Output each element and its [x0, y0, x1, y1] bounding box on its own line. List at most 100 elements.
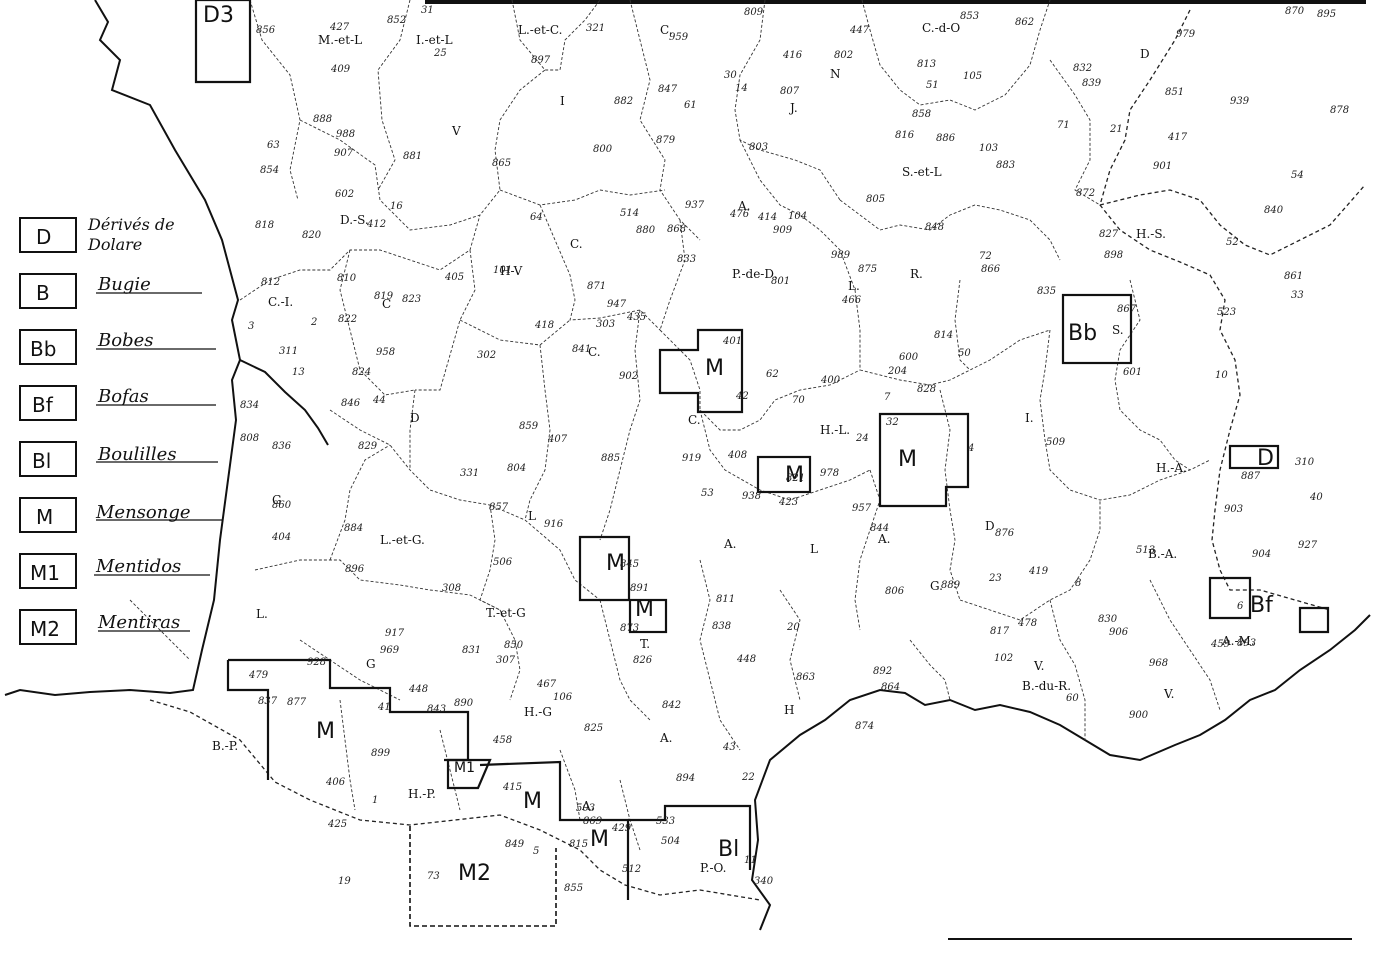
department-label: G. — [930, 579, 943, 593]
zone-bb-outline — [1061, 293, 1133, 365]
department-label: V. — [1033, 659, 1044, 673]
survey-point-number: 11 — [744, 855, 757, 866]
survey-point-number: 822 — [338, 314, 357, 325]
department-label: J. — [788, 101, 798, 115]
survey-point-number: 895 — [1317, 9, 1336, 20]
survey-point-number: 31 — [421, 5, 434, 16]
survey-point-number: 476 — [729, 209, 750, 220]
svg-text:Bf: Bf — [32, 393, 54, 417]
survey-point-number: 853 — [960, 11, 979, 22]
department-label: H-V — [500, 264, 523, 278]
survey-point-number: 878 — [1330, 105, 1349, 116]
department-label: C.-d-O — [922, 21, 960, 35]
survey-point-number: 602 — [335, 189, 354, 200]
survey-point-number: 448 — [408, 684, 428, 695]
department-label: A. — [877, 532, 890, 546]
department-label: I — [560, 94, 565, 108]
department-label: T. — [640, 637, 650, 651]
survey-point-number: 73 — [427, 871, 440, 882]
survey-point-number: 872 — [1076, 188, 1095, 199]
survey-point-number: 22 — [741, 772, 755, 783]
department-label: C — [382, 297, 391, 311]
survey-point-number: 850 — [504, 640, 524, 651]
survey-point-number: 856 — [256, 25, 276, 36]
survey-point-number: 937 — [685, 200, 705, 211]
survey-point-number: 506 — [493, 557, 513, 568]
survey-point-number: 23 — [988, 573, 1002, 584]
survey-point-number: 848 — [925, 222, 944, 233]
department-label: L — [528, 509, 536, 523]
survey-point-number: 879 — [656, 135, 676, 146]
legend-item-bf: Bf Bofas — [19, 385, 216, 421]
survey-point-number: 302 — [477, 350, 496, 361]
survey-point-number: 890 — [454, 698, 474, 709]
survey-point-number: 503 — [576, 803, 595, 814]
survey-point-number: 504 — [661, 836, 680, 847]
department-label: R. — [910, 267, 923, 281]
survey-point-number: 867 — [1117, 304, 1137, 315]
survey-point-number: 19 — [338, 876, 351, 887]
legend-item-d: D Dérivés de Dolare — [19, 215, 175, 254]
survey-point-number: 102 — [994, 653, 1013, 664]
survey-point-number: 904 — [1252, 549, 1271, 560]
zone-label-m-bp: M — [316, 719, 335, 744]
survey-point-number: 989 — [831, 250, 851, 261]
survey-point-number: 459 — [1210, 639, 1231, 650]
survey-point-number: 414 — [757, 212, 777, 223]
svg-text:B: B — [36, 281, 50, 305]
survey-point-number: 808 — [240, 433, 259, 444]
survey-point-number: 419 — [1028, 566, 1049, 577]
survey-point-number: 852 — [387, 15, 406, 26]
survey-point-number: 882 — [614, 96, 633, 107]
zone-label-m1: M1 — [454, 760, 475, 776]
survey-point-number: 307 — [496, 655, 516, 666]
legend-item-m: M Mensonge — [19, 497, 222, 533]
survey-point-number: 331 — [460, 468, 479, 479]
survey-point-number: 8 — [1075, 578, 1081, 589]
svg-text:Bobes: Bobes — [97, 330, 153, 351]
zone-label-m-782: M — [523, 789, 542, 814]
survey-point-number: 899 — [371, 748, 391, 759]
svg-text:Mentidos: Mentidos — [95, 556, 181, 577]
survey-point-number: 30 — [724, 70, 737, 81]
department-label: L.-et-G. — [380, 533, 425, 547]
survey-point-number: 417 — [1167, 132, 1188, 143]
department-label: G — [272, 493, 282, 507]
zone-bf-ext-outline — [1298, 606, 1330, 634]
survey-point-number: 800 — [593, 144, 613, 155]
department-label: L. — [256, 607, 268, 621]
survey-point-number: 408 — [727, 450, 747, 461]
department-label: L. — [848, 279, 860, 293]
survey-point-number: 448 — [736, 654, 756, 665]
survey-point-number: 893 — [1237, 638, 1256, 649]
survey-point-number: 513 — [1136, 545, 1155, 556]
survey-point-number: 311 — [279, 346, 298, 357]
survey-point-number: 864 — [881, 682, 900, 693]
zone-label-m2: M2 — [458, 861, 491, 886]
survey-point-number: 809 — [744, 7, 764, 18]
department-label: B.-P. — [212, 739, 238, 753]
department-label: A. — [659, 731, 672, 745]
survey-point-number: 885 — [601, 453, 620, 464]
zone-label-bb: Bb — [1068, 321, 1097, 346]
department-label: D.-S. — [340, 213, 369, 227]
survey-point-number: 884 — [344, 523, 363, 534]
survey-point-number: 52 — [1226, 237, 1239, 248]
survey-point-number: 891 — [630, 583, 649, 594]
survey-point-number: 896 — [345, 564, 365, 575]
survey-point-number: 105 — [963, 71, 982, 82]
department-label: I. — [1025, 411, 1034, 425]
department-label: D — [985, 519, 995, 533]
survey-point-number: 41 — [377, 702, 391, 713]
survey-point-number: 101 — [493, 265, 512, 276]
survey-point-number: 909 — [773, 225, 793, 236]
survey-point-number: 14 — [735, 83, 748, 94]
zone-label-m-722: M — [606, 551, 625, 576]
survey-point-number: 969 — [380, 645, 400, 656]
survey-point-number: 303 — [596, 319, 615, 330]
survey-point-number: 479 — [248, 670, 269, 681]
survey-point-number: 817 — [990, 626, 1010, 637]
zone-bf-outline — [1208, 576, 1252, 620]
svg-text:Mentiras: Mentiras — [97, 612, 180, 633]
department-label: A. — [581, 799, 594, 813]
